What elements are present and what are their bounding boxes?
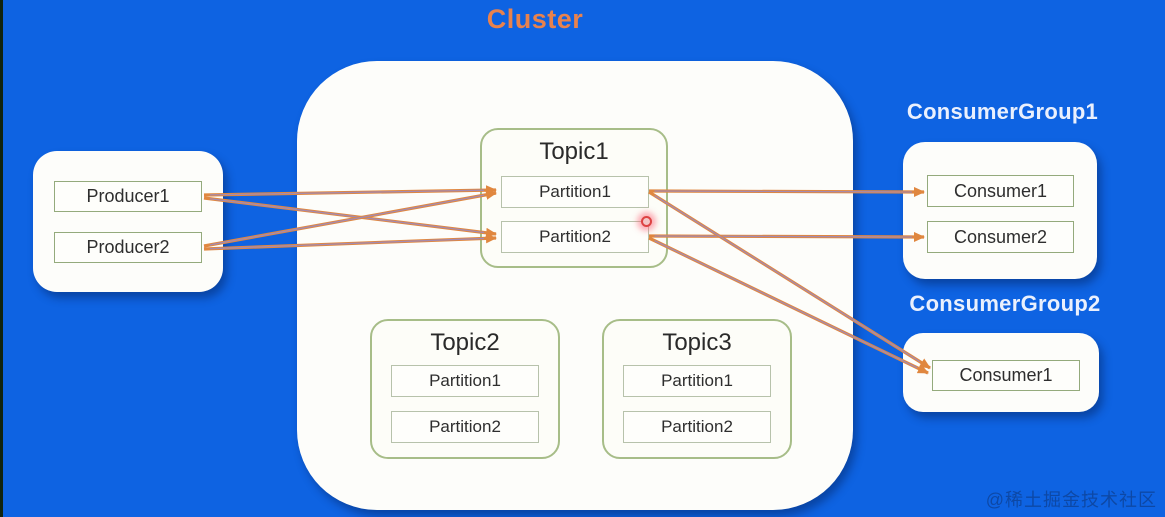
topic2-title: Topic2 [430,329,500,356]
cluster-title: Cluster [486,4,584,34]
topic3-container: Topic3 Partition1 Partition2 [602,319,792,459]
left-edge-strip [0,0,3,517]
consumergroup2-consumer1-node: Consumer1 [932,360,1080,391]
topic3-title: Topic3 [662,329,732,356]
producers-container: Producer1 Producer2 [33,151,223,292]
producer2-node: Producer2 [54,232,202,263]
laser-pointer-dot [641,216,652,227]
consumergroup2-label: ConsumerGroup2 [909,291,1101,316]
watermark-text: @稀土掘金技术社区 [985,490,1157,510]
topic1-partition2-node: Partition2 [501,221,649,253]
topic2-partition1-node: Partition1 [391,365,539,397]
consumergroup2-container: Consumer1 [903,333,1099,412]
consumergroup1-consumer1-node: Consumer1 [927,175,1074,207]
producer1-node: Producer1 [54,181,202,212]
consumergroup1-label: ConsumerGroup1 [906,99,1099,124]
topic2-container: Topic2 Partition1 Partition2 [370,319,560,459]
topic3-partition2-node: Partition2 [623,411,771,443]
consumergroup1-consumer2-node: Consumer2 [927,221,1074,253]
topic1-container: Topic1 Partition1 Partition2 [480,128,668,268]
topic1-partition1-node: Partition1 [501,176,649,208]
topic1-title: Topic1 [539,138,609,165]
consumergroup1-container: Consumer1 Consumer2 [903,142,1097,279]
topic2-partition2-node: Partition2 [391,411,539,443]
topic3-partition1-node: Partition1 [623,365,771,397]
